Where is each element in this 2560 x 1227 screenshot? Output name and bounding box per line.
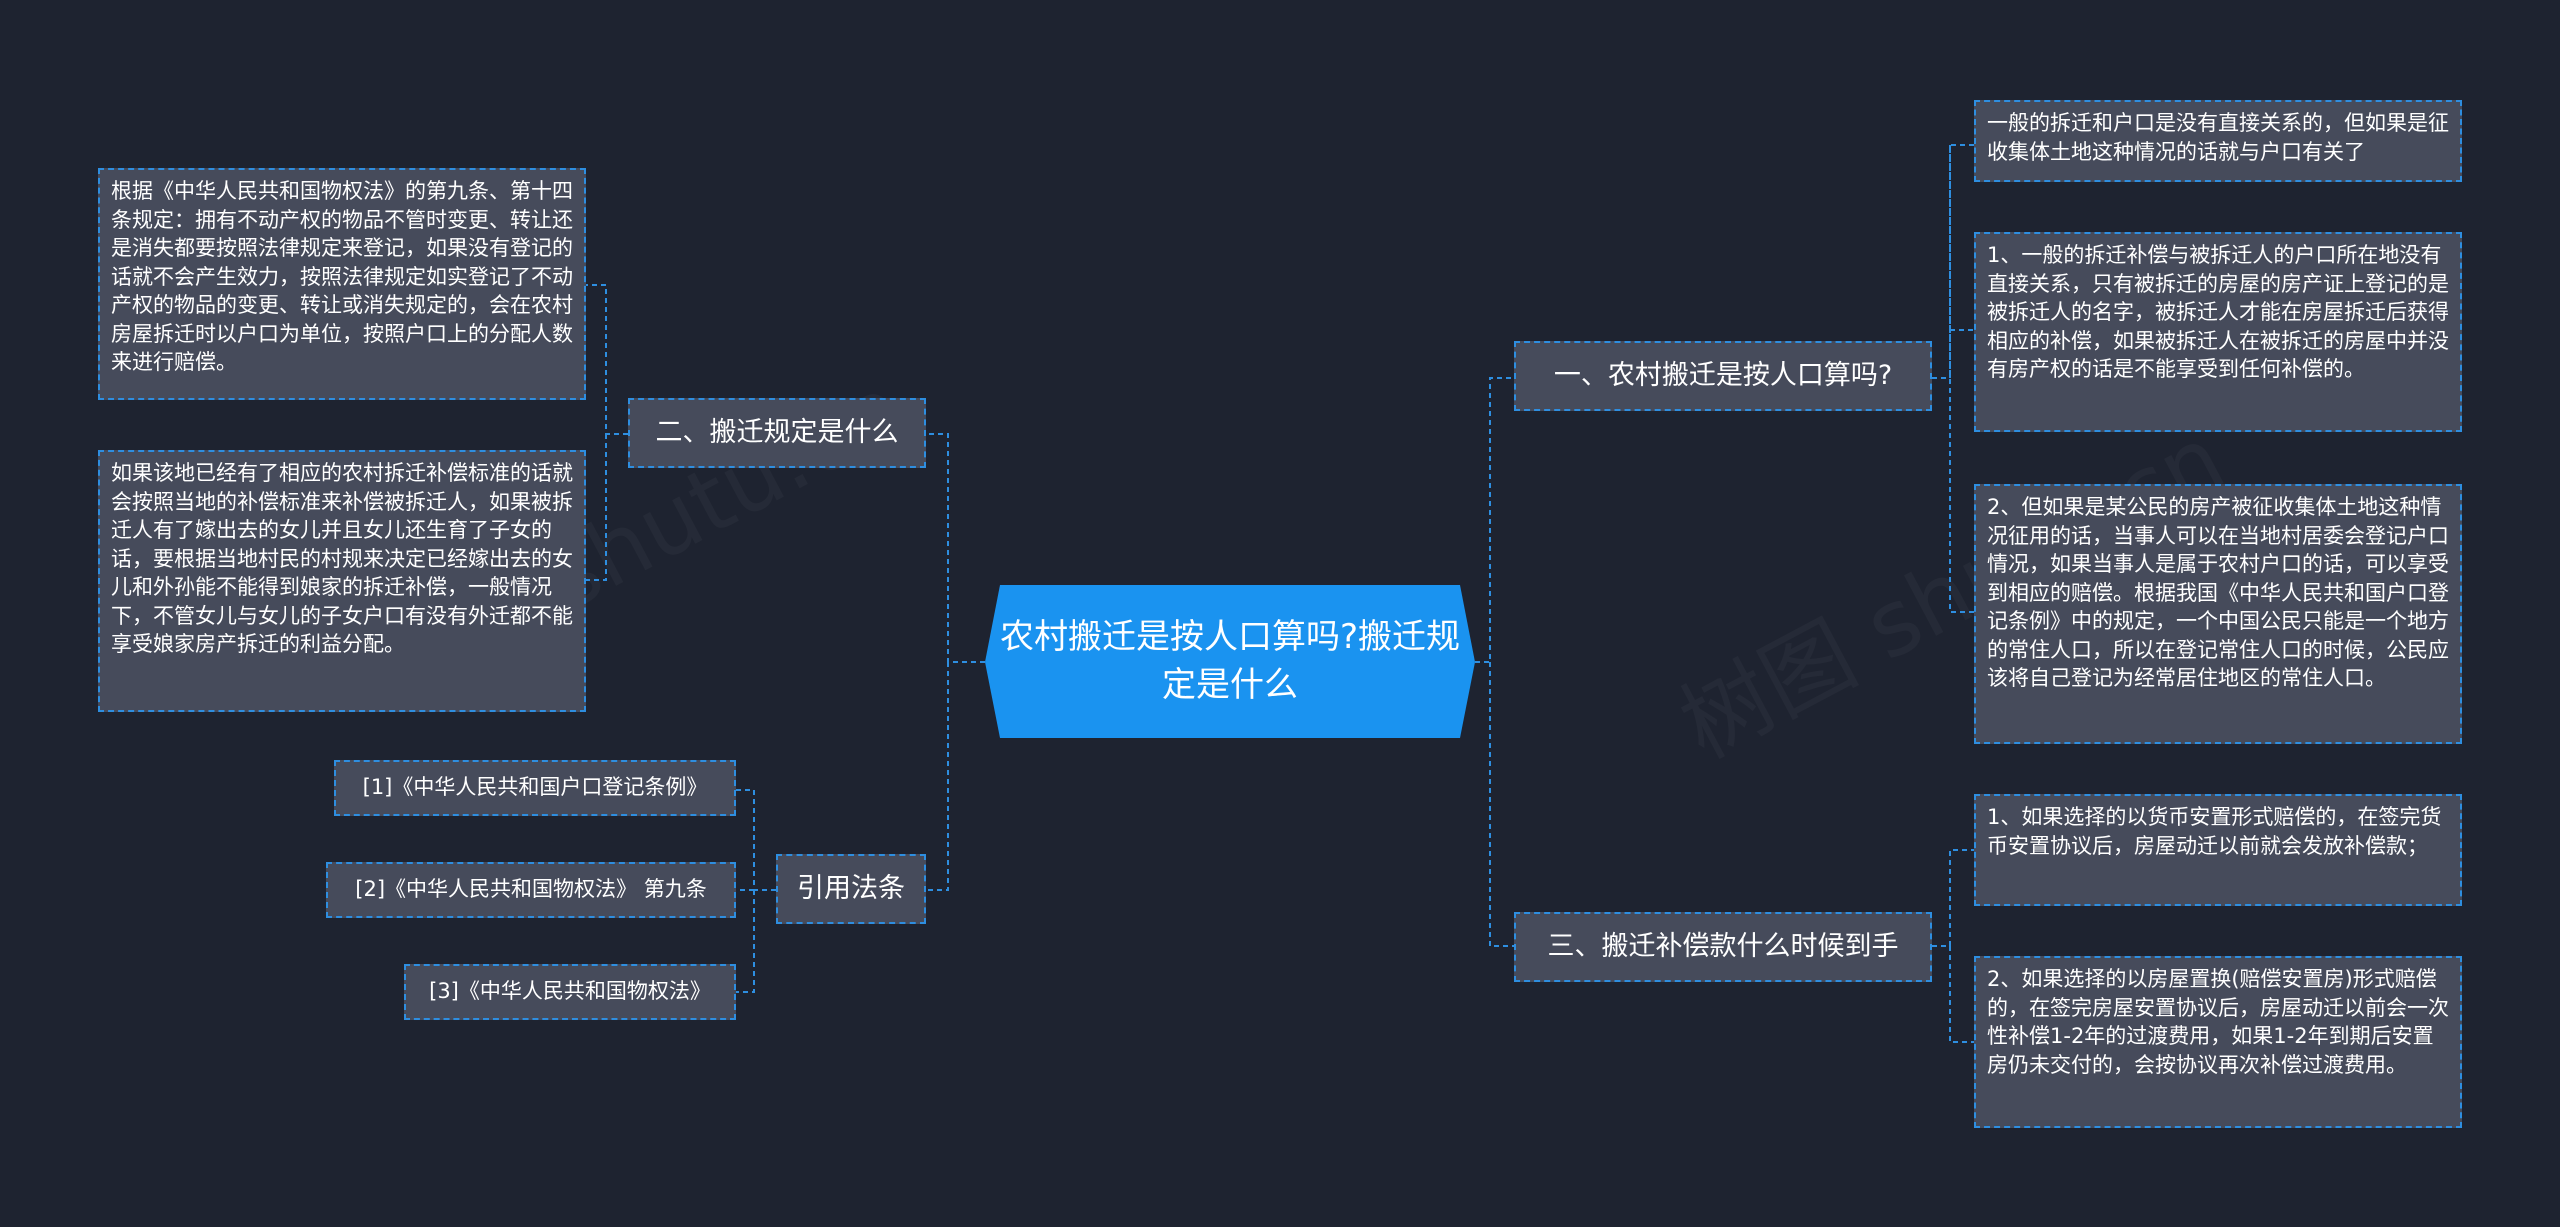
connector-branch3-leaves (1949, 946, 1974, 1043)
leaf-node[interactable]: 根据《中华人民共和国物权法》的第九条、第十四条规定：拥有不动产权的物品不管时变更… (98, 168, 586, 400)
connector-branch3-leaves (1932, 849, 1974, 947)
branch-label: 引用法条 (797, 873, 905, 905)
citation-item[interactable]: [2]《中华人民共和国物权法》 第九条 (326, 862, 736, 918)
connector-root-right (1475, 377, 1514, 663)
connector-branch1-leaves (1932, 144, 1974, 379)
branch-label: 二、搬迁规定是什么 (655, 417, 899, 449)
branch-label: 一、农村搬迁是按人口算吗? (1553, 360, 1893, 392)
citation-item[interactable]: [3]《中华人民共和国物权法》 (404, 964, 736, 1020)
connector-branch2-leaves (586, 434, 607, 581)
leaf-text: 一般的拆迁和户口是没有直接关系的，但如果是征收集体土地这种情况的话就与户口有关了 (1987, 111, 2449, 164)
leaf-text: 如果该地已经有了相应的农村拆迁补偿标准的话就会按照当地的补偿标准来补偿被拆迁人，… (111, 461, 573, 657)
connector-branch1-leaves (1949, 145, 1974, 613)
leaf-node[interactable]: 一般的拆迁和户口是没有直接关系的，但如果是征收集体土地这种情况的话就与户口有关了 (1974, 100, 2462, 182)
leaf-text: 2、如果选择的以房屋置换(赔偿安置房)形式赔偿的，在签完房屋安置协议后，房屋动迁… (1987, 967, 2449, 1077)
leaf-text: 根据《中华人民共和国物权法》的第九条、第十四条规定：拥有不动产权的物品不管时变更… (111, 179, 573, 375)
leaf-node[interactable]: 1、如果选择的以货币安置形式赔偿的，在签完货币安置协议后，房屋动迁以前就会发放补… (1974, 794, 2462, 906)
branch-node-1[interactable]: 一、农村搬迁是按人口算吗? (1514, 341, 1932, 411)
root-title[interactable]: 农村搬迁是按人口算吗?搬迁规定是什么 (999, 617, 1461, 705)
leaf-text: 2、但如果是某公民的房产被征收集体土地这种情况征用的话，当事人可以在当地村居委会… (1987, 495, 2449, 691)
citations-node[interactable]: 引用法条 (776, 854, 926, 924)
connector-citations (736, 890, 755, 993)
connector-root-left (926, 662, 949, 891)
branch-label: 三、搬迁补偿款什么时候到手 (1547, 931, 1899, 963)
branch-node-2[interactable]: 二、搬迁规定是什么 (628, 398, 926, 468)
citation-text: [2]《中华人民共和国物权法》 第九条 (355, 877, 707, 902)
leaf-text: 1、如果选择的以货币安置形式赔偿的，在签完货币安置协议后，房屋动迁以前就会发放补… (1987, 805, 2442, 858)
connector-root-right (1489, 662, 1514, 947)
leaf-node[interactable]: 2、如果选择的以房屋置换(赔偿安置房)形式赔偿的，在签完房屋安置协议后，房屋动迁… (1974, 956, 2462, 1128)
connector-root-left (926, 433, 985, 663)
leaf-text: 1、一般的拆迁补偿与被拆迁人的户口所在地没有直接关系，只有被拆迁的房屋的房产证上… (1987, 243, 2449, 382)
citation-item[interactable]: [1]《中华人民共和国户口登记条例》 (334, 760, 736, 816)
leaf-node[interactable]: 2、但如果是某公民的房产被征收集体土地这种情况征用的话，当事人可以在当地村居委会… (1974, 484, 2462, 744)
citation-text: [3]《中华人民共和国物权法》 (429, 979, 711, 1004)
citation-text: [1]《中华人民共和国户口登记条例》 (362, 775, 708, 800)
branch-node-3[interactable]: 三、搬迁补偿款什么时候到手 (1514, 912, 1932, 982)
connector-branch2-leaves (586, 284, 628, 435)
root-shape (985, 585, 1475, 738)
leaf-node[interactable]: 如果该地已经有了相应的农村拆迁补偿标准的话就会按照当地的补偿标准来补偿被拆迁人，… (98, 450, 586, 712)
leaf-node[interactable]: 1、一般的拆迁补偿与被拆迁人的户口所在地没有直接关系，只有被拆迁的房屋的房产证上… (1974, 232, 2462, 432)
connector-citations (736, 789, 776, 891)
